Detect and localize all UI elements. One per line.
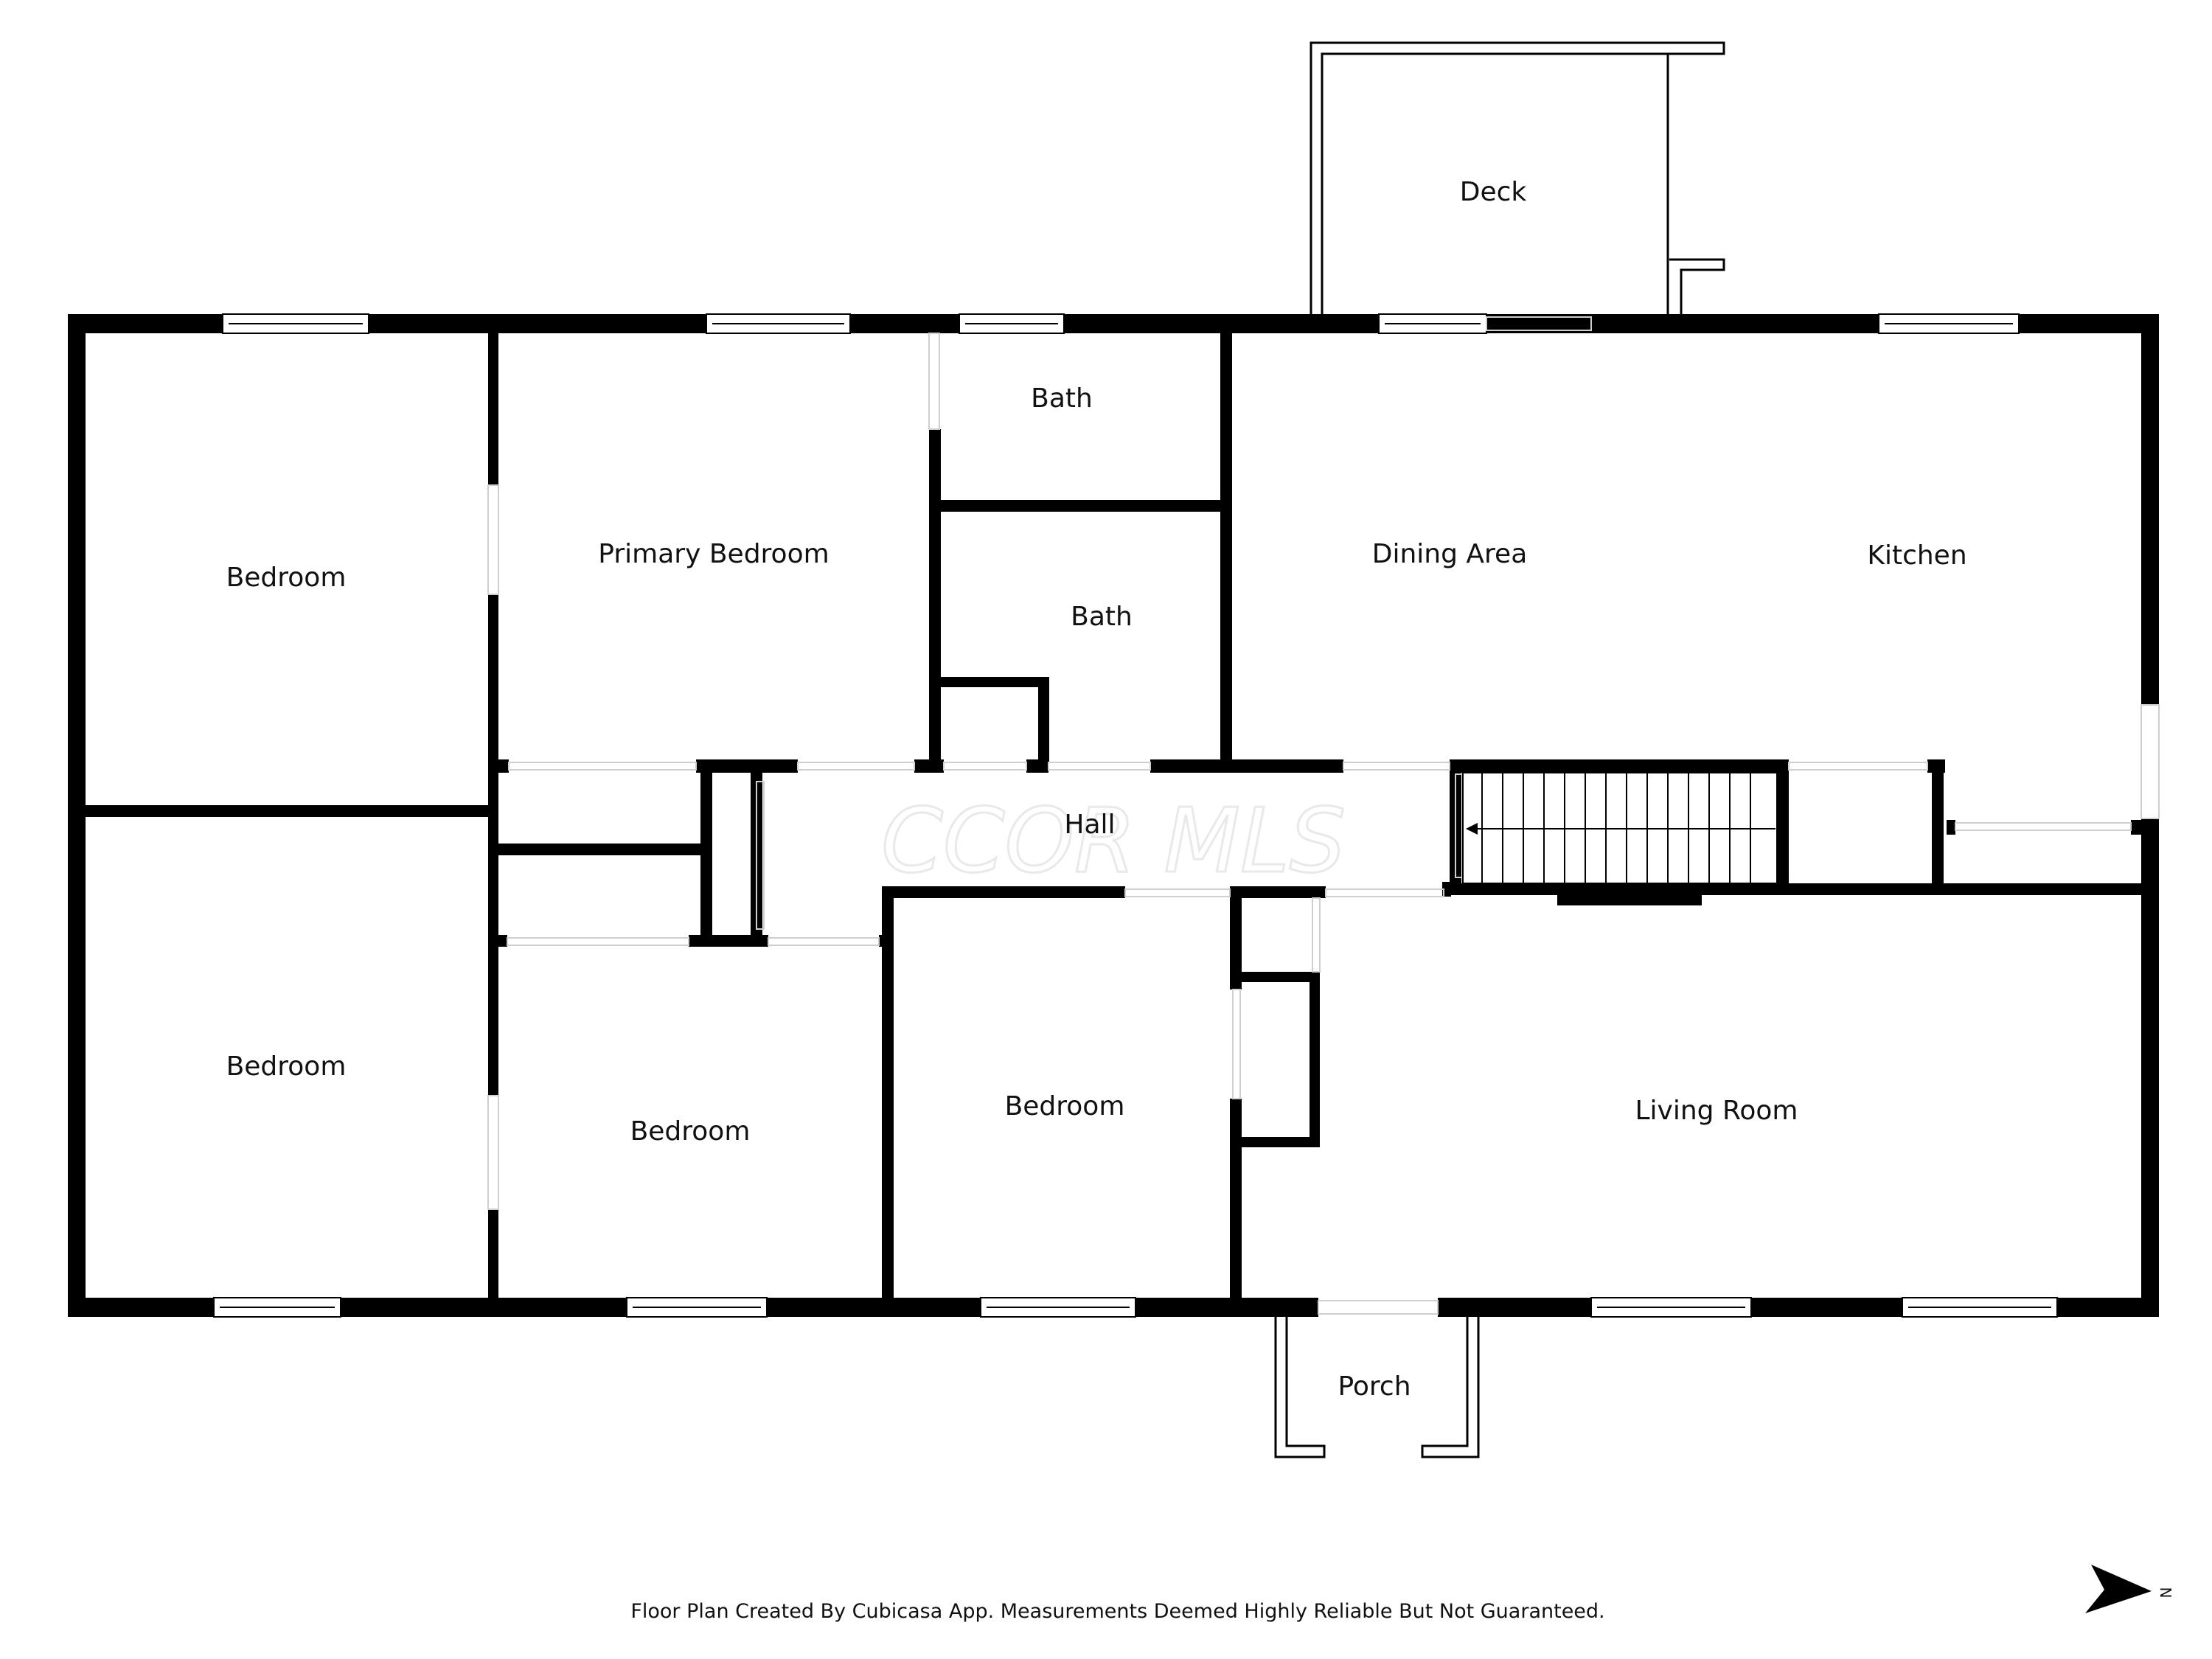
door-openings	[487, 316, 2160, 1315]
compass-letter: N	[2157, 1587, 2174, 1599]
windows	[213, 313, 2058, 1318]
room-label-bath-lower: Bath	[1071, 602, 1133, 632]
room-label-bedroom-bottom-left: Bedroom	[226, 1051, 347, 1082]
deck-outline	[1310, 41, 1725, 314]
walls	[68, 314, 2159, 1317]
room-label-living-room: Living Room	[1635, 1096, 1798, 1126]
room-label-hall: Hall	[1064, 810, 1115, 840]
room-label-primary-bedroom: Primary Bedroom	[598, 539, 829, 569]
porch-outline	[1274, 1317, 1480, 1458]
staircase	[1462, 772, 1778, 884]
room-label-kitchen: Kitchen	[1867, 540, 1966, 571]
footer-disclaimer: Floor Plan Created By Cubicasa App. Meas…	[630, 1600, 1604, 1623]
watermark: CCOR MLS	[881, 790, 1346, 893]
room-label-bedroom-top-left: Bedroom	[226, 563, 347, 593]
north-arrow-icon: N	[2085, 1565, 2174, 1613]
room-label-deck: Deck	[1460, 177, 1527, 207]
room-label-bedroom-center: Bedroom	[1005, 1091, 1125, 1121]
room-label-bedroom-center-left: Bedroom	[630, 1116, 751, 1147]
stair-direction-arrow-icon	[1466, 823, 1478, 835]
room-label-porch: Porch	[1338, 1371, 1411, 1402]
room-label-bath-upper: Bath	[1031, 383, 1093, 414]
room-label-dining-area: Dining Area	[1372, 539, 1528, 569]
